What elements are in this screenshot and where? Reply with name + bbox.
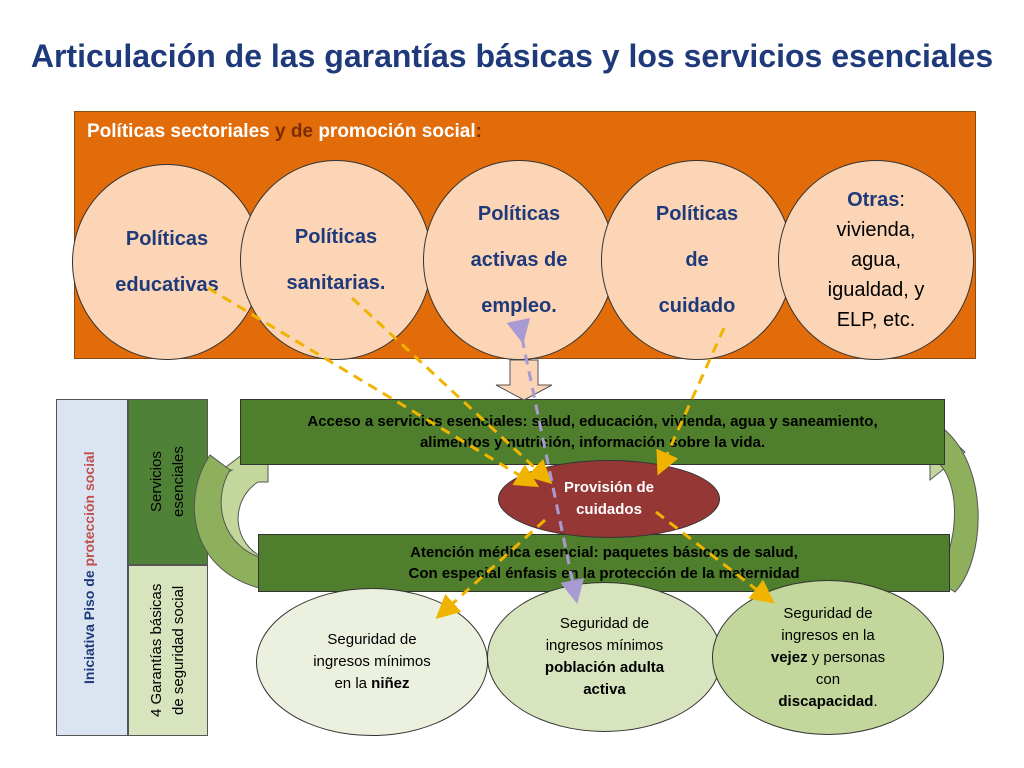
circle-text: Políticas xyxy=(477,203,561,225)
circle-text: cuidado xyxy=(658,295,736,317)
adulta-line: Seguridad de xyxy=(559,615,650,632)
provision-line: cuidados xyxy=(576,501,642,518)
adulta-line: ingresos mínimos xyxy=(545,637,664,654)
down-block-arrow xyxy=(495,359,553,401)
left-column-piso: Iniciativa Piso de protección social xyxy=(56,399,128,736)
heading-colon: : xyxy=(475,121,482,142)
ninez-line: ingresos mínimos xyxy=(313,653,431,670)
adulta-bold: población adulta xyxy=(544,659,665,676)
ninez-line: Seguridad de xyxy=(327,631,417,648)
circle-otras: Otras: vivienda, agua, igualdad, y ELP, … xyxy=(778,160,974,360)
dash-arrow-educativas xyxy=(207,286,540,488)
ninez-line: en la xyxy=(334,675,372,692)
adulta-bold: activa xyxy=(583,681,626,698)
otras-head: Otras xyxy=(847,189,900,211)
circle-text: igualdad, y xyxy=(827,279,925,301)
circle-text: de xyxy=(685,249,709,271)
circle-politicas-cuidado: Políticas de cuidado xyxy=(601,160,793,360)
circle-text: Políticas xyxy=(294,226,378,248)
page-title: Articulación de las garantías básicas y … xyxy=(30,38,994,74)
circle-text: activas de xyxy=(470,249,568,271)
otras-colon: : xyxy=(899,189,905,211)
dash-arrow-vejez xyxy=(655,510,775,604)
circle-text: sanitarias. xyxy=(286,272,386,294)
circle-text: agua, xyxy=(850,249,902,271)
vejez-bold: discapacidad xyxy=(778,692,874,710)
vejez-line: con xyxy=(815,670,841,688)
vejez-line: y personas xyxy=(807,648,886,666)
provision-line: Provisión de xyxy=(563,479,655,496)
circle-text: empleo. xyxy=(481,295,557,317)
circle-text: vivienda, xyxy=(836,219,916,241)
dash-arrow-empleo-adulta xyxy=(506,317,585,604)
circle-text: ELP, etc. xyxy=(836,309,916,331)
sectoral-policies-heading: Políticas sectoriales y de promoción soc… xyxy=(87,121,482,143)
band1-line: Acceso a servicios esenciales: salud, ed… xyxy=(307,413,878,430)
heading-y: y xyxy=(275,121,286,142)
ninez-bold: niñez xyxy=(371,675,410,692)
heading-de: de xyxy=(290,121,314,142)
vejez-line: Seguridad de xyxy=(783,604,873,622)
dash-arrow-ninez xyxy=(435,518,547,620)
band2-line: Con especial énfasis en la protección de… xyxy=(408,565,800,582)
circle-text: Políticas xyxy=(125,228,209,250)
ellipse-vejez: Seguridad de ingresos en la vejez y pers… xyxy=(712,580,944,735)
band-acceso-servicios: Acceso a servicios esenciales: salud, ed… xyxy=(240,399,945,465)
circle-text: Políticas xyxy=(655,203,739,225)
circle-politicas-educativas: Políticas educativas xyxy=(72,164,262,360)
vejez-bold: vejez xyxy=(770,648,808,666)
heading-text-2: promoción social xyxy=(313,121,476,142)
vejez-line: ingresos en la xyxy=(781,626,875,644)
dash-arrow-cuidado xyxy=(656,327,726,476)
right-curved-arrow-body xyxy=(934,429,979,593)
vejez-line: . xyxy=(873,692,878,710)
heading-text: Políticas sectoriales xyxy=(87,121,275,142)
band1-line: alimentos y nutrición, información sobre… xyxy=(419,434,766,451)
circle-text: educativas xyxy=(115,274,219,296)
